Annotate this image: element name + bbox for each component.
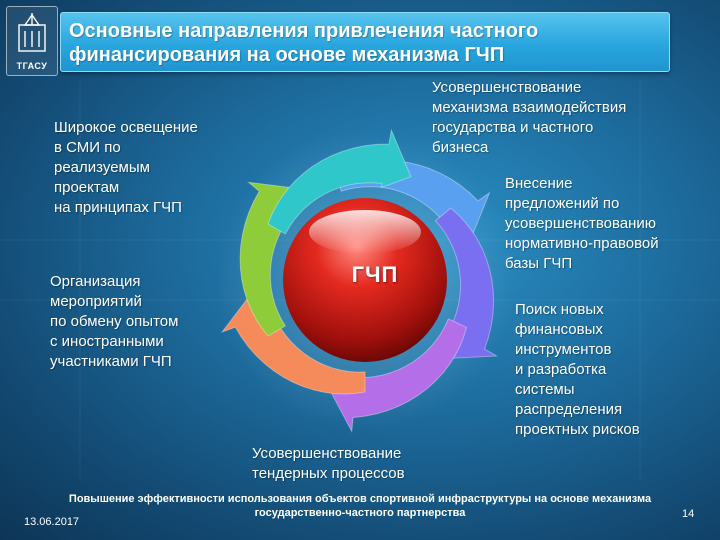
direction-label-experience-exchange: Организация мероприятий по обмену опытом…: [50, 273, 179, 370]
arrow-regulation: [434, 207, 499, 360]
direction-label-tenders: Усовершенствование тендерных процессов: [252, 445, 405, 482]
title-banner: Основные направления привлечения частног…: [60, 12, 670, 72]
slide-title: Основные направления привлечения частног…: [69, 20, 539, 66]
logo-text: ТГАСУ: [16, 61, 48, 71]
page-number: 14: [682, 508, 695, 520]
center-label: ГЧП: [351, 262, 399, 287]
slide-date: 13.06.2017: [24, 516, 80, 528]
arrow-financial-tools: [327, 318, 468, 434]
arrow-media: [267, 128, 412, 235]
direction-label-interaction: Усовершенствование механизма взаимодейст…: [432, 79, 627, 156]
direction-label-regulation: Внесение предложений по усовершенствован…: [505, 175, 659, 272]
university-logo: ТГАСУ: [6, 6, 58, 76]
footer-caption: Повышение эффективности использования об…: [68, 493, 652, 519]
building-icon: [18, 13, 46, 52]
direction-label-financial-tools: Поиск новых финансовых инструментов и ра…: [515, 301, 640, 438]
direction-label-media: Широкое освещение в СМИ по реализуемым п…: [54, 119, 198, 216]
sphere-highlight: [309, 210, 421, 254]
